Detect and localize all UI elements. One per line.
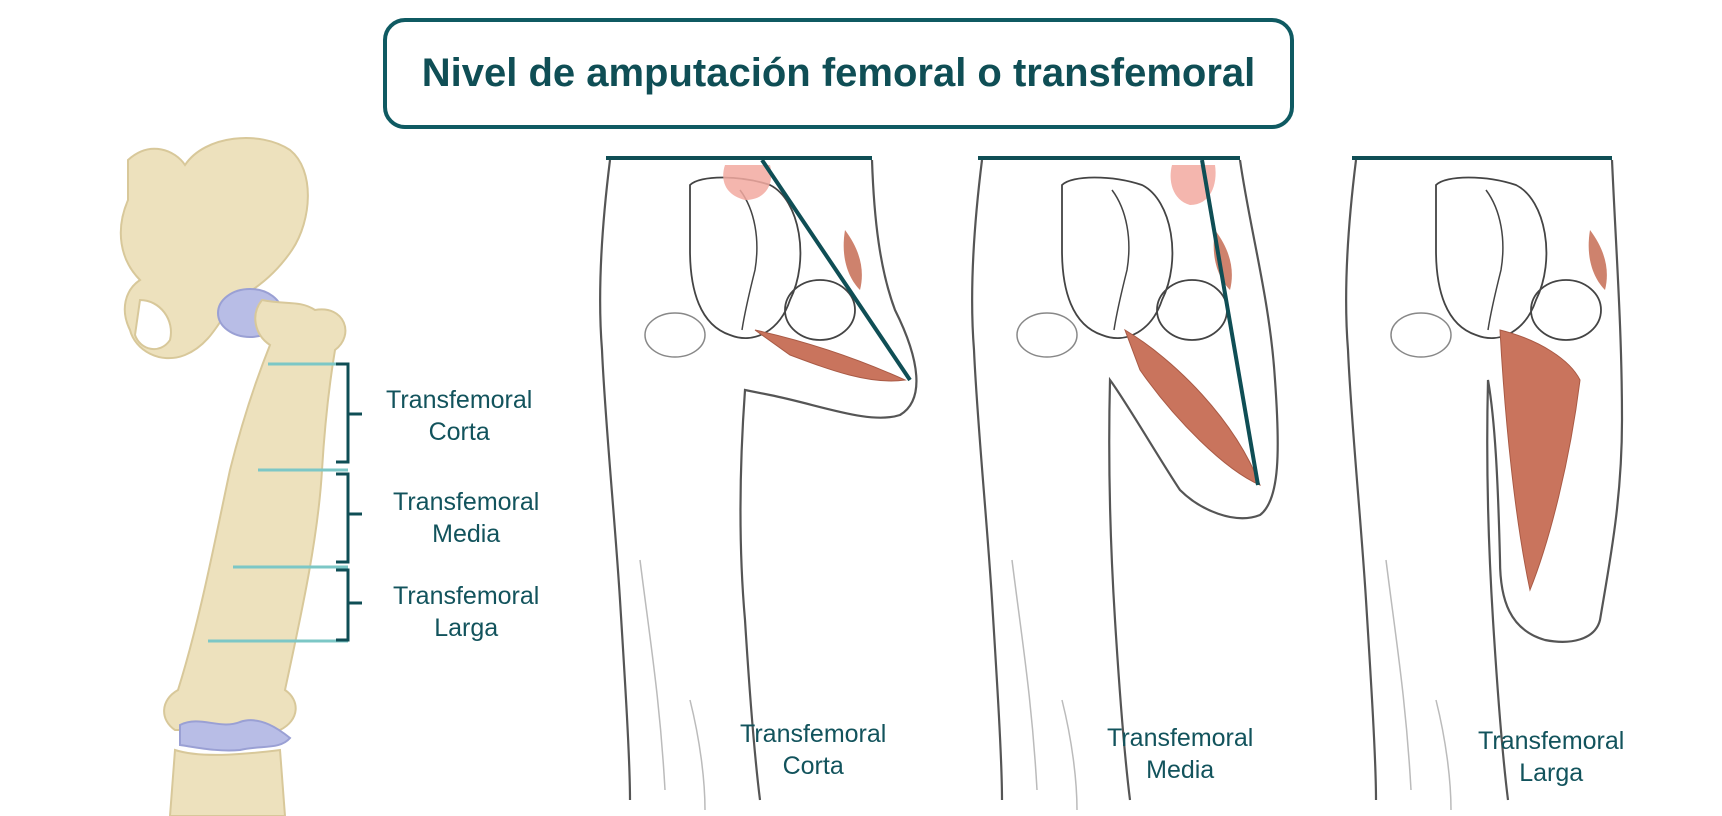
bracket-long	[336, 568, 362, 642]
femur-label-short: Transfemoral Corta	[386, 384, 532, 448]
tibia-bone	[168, 748, 287, 816]
femur-bone	[163, 298, 347, 731]
femur-illustration	[119, 137, 362, 816]
femur-label-medium: Transfemoral Media	[393, 486, 539, 550]
panel-short-cut-line	[760, 158, 912, 382]
bracket-short	[336, 362, 362, 464]
femur-label-long-line1: Transfemoral	[393, 582, 540, 610]
femur-label-long: Transfemoral Larga	[393, 580, 539, 644]
title-box: Nivel de amputación femoral o transfemor…	[383, 18, 1294, 129]
panel-label-long-line2: Larga	[1519, 759, 1584, 787]
panel-long	[1344, 156, 1624, 811]
femur-label-short-line1: Transfemoral	[386, 386, 533, 414]
bracket-medium	[336, 472, 362, 564]
panel-label-medium-line2: Media	[1146, 756, 1215, 784]
femur-label-medium-line2: Media	[432, 520, 501, 548]
panel-medium-cut-line	[1200, 159, 1260, 486]
panel-medium-body-outline	[970, 159, 1279, 801]
panel-label-long: Transfemoral Larga	[1478, 725, 1624, 789]
panel-long-body-outline	[1344, 159, 1624, 801]
panel-short-body-outline	[598, 159, 918, 801]
knee-cartilage	[179, 719, 292, 752]
panel-label-medium: Transfemoral Media	[1107, 722, 1253, 786]
panel-short-muscle	[754, 329, 907, 382]
panel-label-short-line1: Transfemoral	[740, 720, 887, 748]
femur-label-short-line2: Corta	[428, 418, 490, 446]
panel-label-short: Transfemoral Corta	[740, 718, 886, 782]
panel-long-muscle	[1499, 329, 1581, 592]
panel-label-medium-line1: Transfemoral	[1107, 724, 1254, 752]
panel-short	[598, 156, 918, 811]
panel-medium	[970, 156, 1279, 811]
femur-label-medium-line1: Transfemoral	[393, 488, 540, 516]
page-title: Nivel de amputación femoral o transfemor…	[421, 51, 1256, 95]
panel-label-long-line1: Transfemoral	[1478, 727, 1625, 755]
femur-label-long-line2: Larga	[434, 614, 499, 642]
panel-label-short-line2: Corta	[782, 752, 844, 780]
panel-medium-muscle	[1124, 328, 1261, 486]
